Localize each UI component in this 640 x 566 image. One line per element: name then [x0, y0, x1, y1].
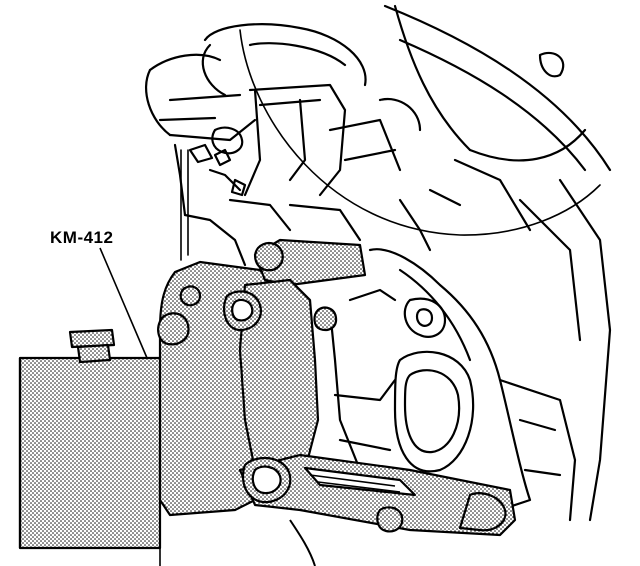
lower-edge-lines	[159, 515, 316, 566]
tool-fixture	[18, 238, 517, 550]
engine-block	[145, 4, 612, 522]
tool-callout-label: KM-412	[50, 228, 114, 247]
callout-leader	[99, 247, 151, 366]
